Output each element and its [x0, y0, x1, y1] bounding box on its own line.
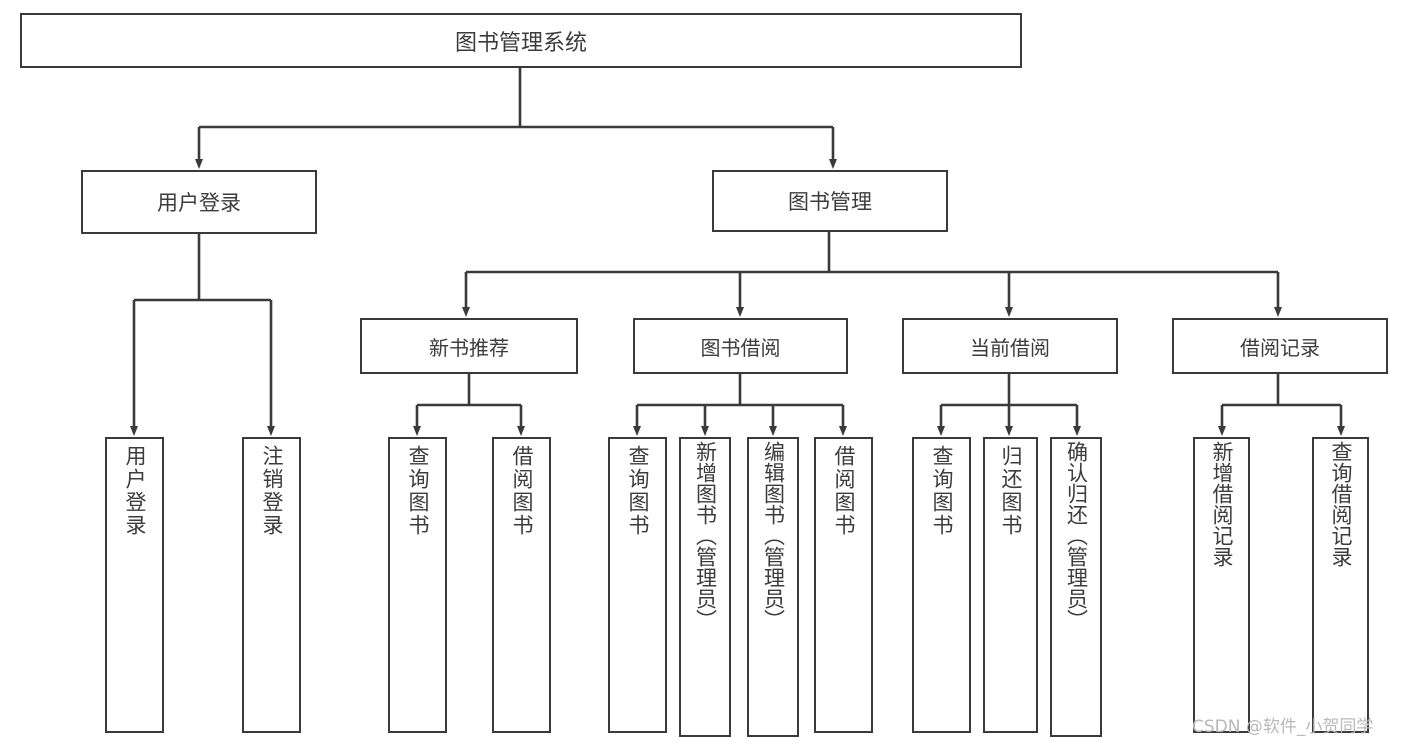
leaf-add-borrow-record[interactable]: 新增借阅记录: [1193, 437, 1250, 733]
node-user-login-label: 用户登录: [157, 191, 241, 215]
node-user-login[interactable]: 用户登录: [81, 170, 317, 234]
leaf-add-book-admin-label: 新增图书（管理员）: [693, 441, 718, 630]
leaf-borrow-book-recommend-label: 借阅图书: [510, 445, 534, 537]
leaf-borrow-book-recommend[interactable]: 借阅图书: [492, 437, 551, 733]
leaf-query-book-current-label: 查询图书: [930, 445, 954, 537]
leaf-query-book-recommend-label: 查询图书: [406, 445, 430, 537]
watermark: CSDN @软件_小贺同学: [1192, 717, 1374, 737]
leaf-user-login-label: 用户登录: [123, 445, 147, 537]
leaf-return-book-label: 归还图书: [999, 445, 1023, 537]
node-book-management-label: 图书管理: [788, 190, 872, 214]
node-new-book-recommend-label: 新书推荐: [429, 335, 509, 360]
node-borrow-record[interactable]: 借阅记录: [1172, 318, 1388, 374]
leaf-add-book-admin[interactable]: 新增图书（管理员）: [679, 437, 731, 737]
leaf-borrow-book[interactable]: 借阅图书: [814, 437, 873, 733]
leaf-return-book[interactable]: 归还图书: [983, 437, 1038, 733]
leaf-user-login[interactable]: 用户登录: [105, 437, 164, 733]
node-book-borrow-label: 图书借阅: [700, 335, 781, 360]
node-book-borrow[interactable]: 图书借阅: [633, 318, 848, 374]
leaf-logout-label: 注销登录: [260, 445, 284, 537]
node-book-management[interactable]: 图书管理: [712, 170, 948, 232]
leaf-query-book-borrow-label: 查询图书: [626, 445, 650, 537]
node-new-book-recommend[interactable]: 新书推荐: [360, 318, 578, 374]
leaf-query-borrow-record[interactable]: 查询借阅记录: [1312, 437, 1369, 733]
leaf-borrow-book-label: 借阅图书: [832, 445, 856, 537]
leaf-query-book-recommend[interactable]: 查询图书: [388, 437, 447, 733]
node-root[interactable]: 图书管理系统: [20, 13, 1022, 68]
node-root-label: 图书管理系统: [454, 30, 587, 56]
leaf-edit-book-admin[interactable]: 编辑图书（管理员）: [747, 437, 799, 737]
leaf-confirm-return-admin[interactable]: 确认归还（管理员）: [1050, 437, 1102, 737]
node-current-borrow[interactable]: 当前借阅: [902, 318, 1118, 374]
leaf-logout[interactable]: 注销登录: [242, 437, 301, 733]
leaf-add-borrow-record-label: 新增借阅记录: [1210, 441, 1234, 567]
leaf-query-book-borrow[interactable]: 查询图书: [608, 437, 667, 733]
node-borrow-record-label: 借阅记录: [1240, 335, 1320, 360]
leaf-confirm-return-admin-label: 确认归还（管理员）: [1064, 441, 1089, 630]
node-current-borrow-label: 当前借阅: [970, 335, 1050, 360]
leaf-edit-book-admin-label: 编辑图书（管理员）: [761, 441, 786, 630]
leaf-query-book-current[interactable]: 查询图书: [912, 437, 971, 733]
leaf-query-borrow-record-label: 查询借阅记录: [1329, 441, 1353, 567]
